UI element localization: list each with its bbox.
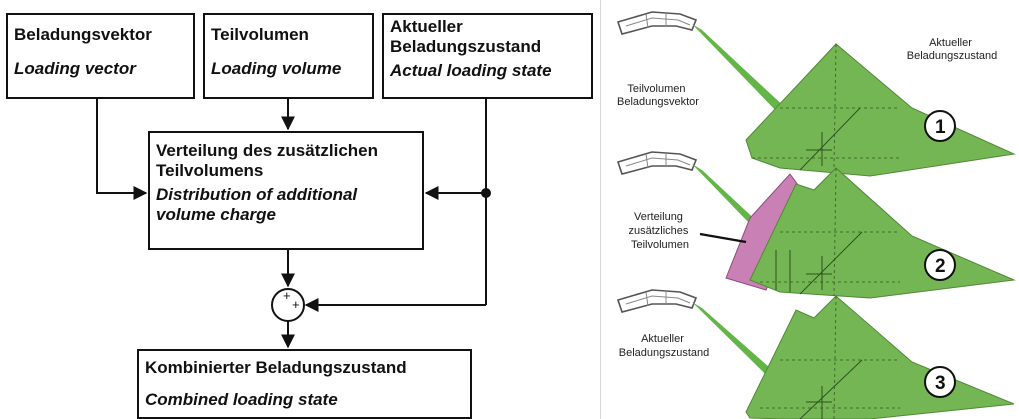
block-combined-state-en: Combined loading state bbox=[145, 390, 338, 409]
block-current-state-en: Actual loading state bbox=[390, 61, 552, 80]
block-partial-volume-de: Teilvolumen bbox=[211, 25, 309, 44]
block-combined-state: Kombinierter Beladungszustand Combined l… bbox=[137, 349, 472, 419]
step-2-group: 2 Verteilung zusätzliches Teilvolumen bbox=[616, 151, 1016, 299]
spout-icon bbox=[616, 289, 698, 313]
block-current-state-de: Aktueller Beladungszustand bbox=[390, 17, 542, 56]
label-current-state-top: Aktueller Beladungszustand bbox=[907, 37, 998, 62]
sum-sign-top: + bbox=[283, 288, 291, 303]
panel-separator bbox=[600, 0, 601, 419]
label-distribution: Verteilung zusätzliches Teilvolumen bbox=[629, 211, 692, 251]
label-current-state-bottom: Aktueller Beladungszustand bbox=[619, 333, 710, 359]
step-3-group: 3 Aktueller Beladungszustand bbox=[616, 289, 1015, 419]
block-partial-volume: Teilvolumen Loading volume bbox=[203, 13, 374, 99]
step-1-group: 1 Aktueller Beladungszustand Teilvolumen… bbox=[616, 11, 1016, 177]
step-1-badge bbox=[924, 110, 956, 142]
step-2-label: 2 bbox=[935, 256, 946, 277]
loading-illustration: 1 Aktueller Beladungszustand Teilvolumen… bbox=[616, 11, 1016, 419]
step-1-label: 1 bbox=[935, 117, 946, 138]
pile-3 bbox=[745, 295, 1015, 419]
block-loading-vector-en: Loading vector bbox=[14, 59, 136, 78]
block-distribution: Verteilung des zusätzlichen Teilvolumens… bbox=[148, 131, 424, 250]
spout-icon bbox=[616, 11, 698, 35]
block-combined-state-de: Kombinierter Beladungszustand bbox=[145, 358, 407, 377]
block-loading-vector: Beladungsvektor Loading vector bbox=[6, 13, 195, 99]
pile-1 bbox=[745, 43, 1016, 177]
step-2-badge bbox=[924, 249, 956, 281]
block-distribution-en: Distribution of additional volume charge bbox=[156, 185, 358, 224]
block-loading-vector-de: Beladungsvektor bbox=[14, 25, 152, 44]
block-current-state: Aktueller Beladungszustand Actual loadin… bbox=[382, 13, 593, 99]
sum-sign-right: + bbox=[292, 297, 300, 312]
block-distribution-de: Verteilung des zusätzlichen Teilvolumens bbox=[156, 141, 379, 180]
connector-loading-vector bbox=[96, 99, 148, 200]
block-partial-volume-en: Loading volume bbox=[211, 59, 342, 78]
label-volume-vector: Teilvolumen Beladungsvektor bbox=[617, 83, 699, 108]
summing-junction bbox=[271, 288, 305, 322]
step-3-badge bbox=[924, 366, 956, 398]
junction-dot bbox=[481, 188, 491, 198]
step-3-label: 3 bbox=[935, 373, 946, 394]
spout-icon bbox=[616, 151, 698, 175]
